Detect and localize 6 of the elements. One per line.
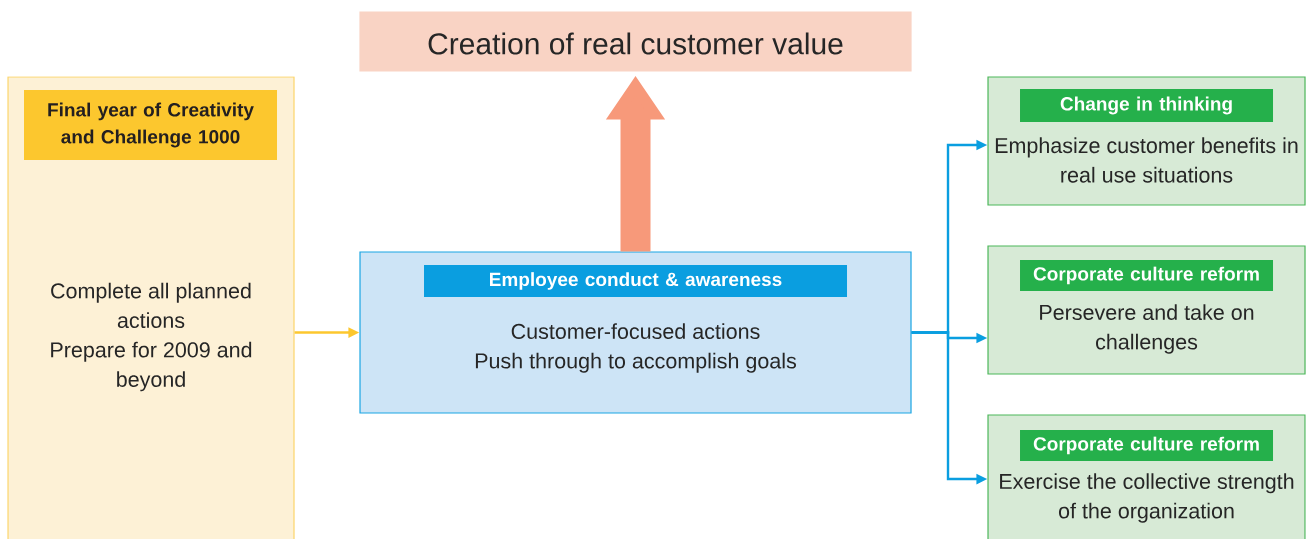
process-box: Corporate culture reform Persevere and take on challenges: [987, 245, 1306, 375]
process-box: Final year of Creativity and Challenge 1000 Complete all planned actions Prepare for 2009 and beyond: [7, 76, 295, 539]
process-box: Employee conduct & awareness Customer-focused actions Push through to accomplish goals: [359, 251, 912, 414]
title-box: Creation of real customer value: [359, 11, 912, 72]
process-box: Change in thinking Emphasize customer benefits in real use situations: [987, 76, 1306, 206]
process-box: Corporate culture reform Exercise the collective strength of the organization: [987, 414, 1306, 539]
